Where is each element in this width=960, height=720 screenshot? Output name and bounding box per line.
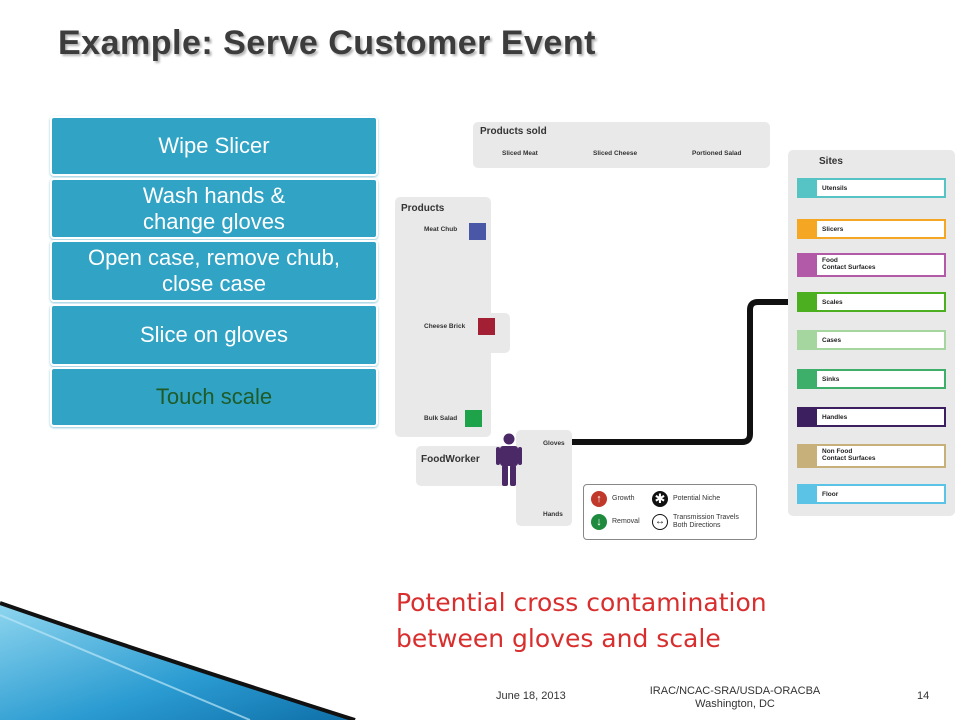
gloves-hands-panel: Gloves Hands bbox=[516, 430, 572, 526]
foodworker-icon bbox=[496, 433, 522, 486]
site-label: Sinks bbox=[822, 376, 840, 383]
cheese-brick-swatch bbox=[478, 318, 495, 335]
step-touch-scale: Touch scale bbox=[50, 367, 378, 427]
site-color bbox=[799, 446, 817, 466]
foodworker-label: FoodWorker bbox=[421, 454, 480, 465]
hands-label: Hands bbox=[543, 511, 563, 518]
bidirectional-arrow-icon: ↔ bbox=[652, 514, 668, 530]
site-color bbox=[799, 221, 817, 237]
gloves-to-scales-connector bbox=[572, 299, 798, 445]
step-wipe-slicer: Wipe Slicer bbox=[50, 116, 378, 176]
products-sold-header: Products sold bbox=[480, 126, 547, 137]
site-floor: Floor bbox=[797, 484, 946, 504]
product-label: Meat Chub bbox=[424, 226, 458, 233]
product-label: Cheese Brick bbox=[424, 323, 466, 330]
page-number: 14 bbox=[917, 690, 930, 702]
site-label: Non Food Contact Surfaces bbox=[822, 448, 876, 462]
site-color bbox=[799, 486, 817, 502]
growth-arrow-icon: ↑ bbox=[591, 491, 607, 507]
site-non-food-contact-surfaces: Non Food Contact Surfaces bbox=[797, 444, 946, 468]
legend-box: ↑ Growth ↓ Removal ✱ Potential Niche ↔ T… bbox=[583, 484, 757, 540]
site-sinks: Sinks bbox=[797, 369, 946, 389]
site-scales: Scales bbox=[797, 292, 946, 312]
sold-item: Portioned Salad bbox=[692, 150, 742, 157]
legend-removal: Removal bbox=[612, 518, 640, 525]
foodworker-panel: FoodWorker bbox=[416, 446, 508, 486]
legend-transmission: Transmission Travels Both Directions bbox=[673, 514, 739, 529]
bulk-salad-swatch bbox=[465, 410, 482, 427]
step-wash-hands: Wash hands & change gloves bbox=[50, 178, 378, 239]
site-color bbox=[799, 180, 817, 196]
slide-title: Example: Serve Customer Event bbox=[58, 24, 596, 62]
products-sold-panel: Products sold Sliced Meat Sliced Cheese … bbox=[473, 122, 770, 168]
products-header: Products bbox=[401, 203, 445, 214]
site-handles: Handles bbox=[797, 407, 946, 427]
niche-asterisk-icon: ✱ bbox=[652, 491, 668, 507]
site-label: Cases bbox=[822, 337, 842, 344]
site-label: Food Contact Surfaces bbox=[822, 257, 876, 271]
removal-arrow-icon: ↓ bbox=[591, 514, 607, 530]
legend-niche: Potential Niche bbox=[673, 495, 721, 502]
site-label: Handles bbox=[822, 414, 848, 421]
site-label: Scales bbox=[822, 299, 843, 306]
site-label: Utensils bbox=[822, 185, 848, 192]
footer-org: IRAC/NCAC-SRA/USDA-ORACBA Washington, DC bbox=[649, 685, 821, 710]
site-color bbox=[799, 371, 817, 387]
site-color bbox=[799, 332, 817, 348]
sites-header: Sites bbox=[819, 156, 843, 167]
step-slice-on-gloves: Slice on gloves bbox=[50, 304, 378, 366]
meat-chub-swatch bbox=[469, 223, 486, 240]
sold-item: Sliced Cheese bbox=[593, 150, 638, 157]
site-food-contact-surfaces: Food Contact Surfaces bbox=[797, 253, 946, 277]
footer-date: June 18, 2013 bbox=[496, 690, 566, 702]
site-color bbox=[799, 409, 817, 425]
site-color bbox=[799, 255, 817, 275]
site-label: Floor bbox=[822, 491, 839, 498]
gloves-label: Gloves bbox=[543, 440, 565, 447]
site-utensils: Utensils bbox=[797, 178, 946, 198]
site-color bbox=[799, 294, 817, 310]
site-cases: Cases bbox=[797, 330, 946, 350]
product-label: Bulk Salad bbox=[424, 415, 458, 422]
contamination-note: Potential cross contamination between gl… bbox=[396, 588, 767, 653]
legend-growth: Growth bbox=[612, 495, 635, 502]
site-slicers: Slicers bbox=[797, 219, 946, 239]
step-open-case: Open case, remove chub, close case bbox=[50, 240, 378, 302]
decorative-swoosh bbox=[0, 601, 356, 720]
sold-item: Sliced Meat bbox=[502, 150, 538, 157]
site-label: Slicers bbox=[822, 226, 844, 233]
